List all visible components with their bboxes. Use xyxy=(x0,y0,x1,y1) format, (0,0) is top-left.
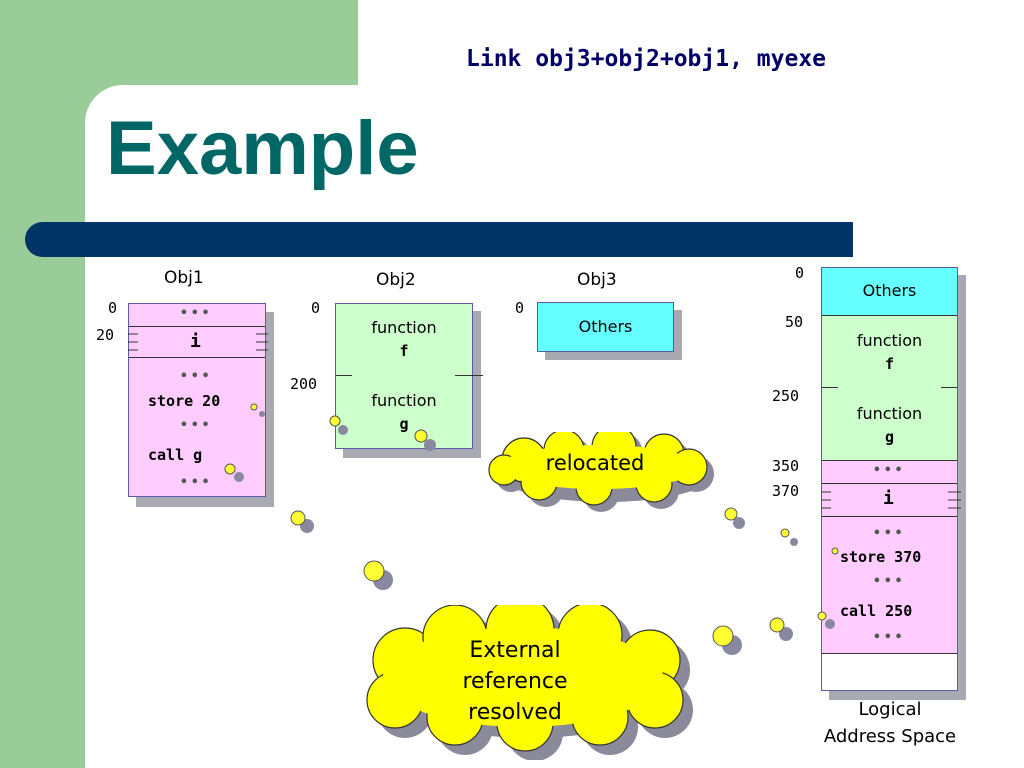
las-addr-370: 370 xyxy=(772,482,800,500)
las-code-region xyxy=(822,316,957,461)
las-func-g-name: g xyxy=(884,428,895,446)
las-addr-250: 250 xyxy=(772,387,800,405)
las-store-instr: store 370 xyxy=(840,548,922,566)
obj3-addr-0: 0 xyxy=(515,299,525,317)
obj2-divider-left xyxy=(336,375,352,376)
external-ref-callout-line1: External xyxy=(469,638,561,663)
external-ref-callout-line2: reference xyxy=(462,669,568,694)
las-caption-line2: Address Space xyxy=(823,726,957,747)
title-underline-bar xyxy=(25,222,853,257)
obj2-addr-0: 0 xyxy=(311,299,321,317)
las-addr-50: 50 xyxy=(785,313,804,331)
obj1-ellipsis: ••• xyxy=(180,306,213,321)
obj2-label: Obj2 xyxy=(376,270,416,290)
las-var-i: i xyxy=(883,488,894,509)
las-func-g-label: function xyxy=(856,404,923,423)
relocated-callout: relocated xyxy=(545,451,645,475)
las-data-region xyxy=(822,461,957,654)
obj1-store-instr: store 20 xyxy=(148,392,221,410)
obj2-divider-right xyxy=(455,375,483,376)
obj1-var-ticks xyxy=(128,333,268,351)
obj2-func-g-label: function xyxy=(371,391,437,410)
obj1-addr-0: 0 xyxy=(108,299,118,317)
las-data-divider xyxy=(822,516,957,517)
las-ellipsis: ••• xyxy=(873,630,906,645)
las-ellipsis: ••• xyxy=(873,574,906,589)
obj1-divider xyxy=(129,326,265,327)
las-var-ticks xyxy=(821,491,961,509)
obj1-ellipsis: ••• xyxy=(180,475,213,490)
las-others-label: Others xyxy=(862,281,917,300)
relocated-cloud xyxy=(488,432,714,512)
obj3-others: Others xyxy=(578,317,633,336)
las-data-divider xyxy=(822,483,957,484)
obj1-addr-20: 20 xyxy=(96,326,115,344)
obj2-func-f-label: function xyxy=(371,318,437,337)
las-code-divider-left xyxy=(822,387,838,388)
obj1-box xyxy=(128,303,266,497)
las-func-f-name: f xyxy=(884,355,895,373)
obj1-call-instr: call g xyxy=(148,446,203,464)
las-ellipsis: ••• xyxy=(873,526,906,541)
las-func-f-label: function xyxy=(856,331,923,350)
link-command: Link obj3+obj2+obj1, myexe xyxy=(466,46,827,72)
las-call-instr: call 250 xyxy=(840,602,913,620)
obj2-func-g-name: g xyxy=(399,415,409,433)
obj1-label: Obj1 xyxy=(164,268,204,288)
obj3-label: Obj3 xyxy=(577,270,617,290)
obj3-box xyxy=(537,302,674,352)
las-caption-line1: Logical xyxy=(858,699,922,720)
obj2-box xyxy=(335,303,473,449)
obj1-var-i: i xyxy=(190,331,201,352)
las-addr-0: 0 xyxy=(795,264,805,282)
obj1-ellipsis: ••• xyxy=(180,369,213,384)
top-white-area xyxy=(358,0,1024,100)
obj2-addr-200: 200 xyxy=(290,375,318,393)
las-addr-350: 350 xyxy=(772,457,800,475)
obj1-ellipsis: ••• xyxy=(180,418,213,433)
obj2-func-f-name: f xyxy=(399,342,409,360)
las-code-divider-right xyxy=(941,387,957,388)
las-others-region xyxy=(822,268,957,316)
page-title: Example xyxy=(106,106,419,191)
external-ref-callout-line3: resolved xyxy=(468,700,562,725)
obj1-divider xyxy=(129,357,265,358)
external-ref-cloud xyxy=(366,605,693,760)
las-ellipsis: ••• xyxy=(873,463,906,478)
